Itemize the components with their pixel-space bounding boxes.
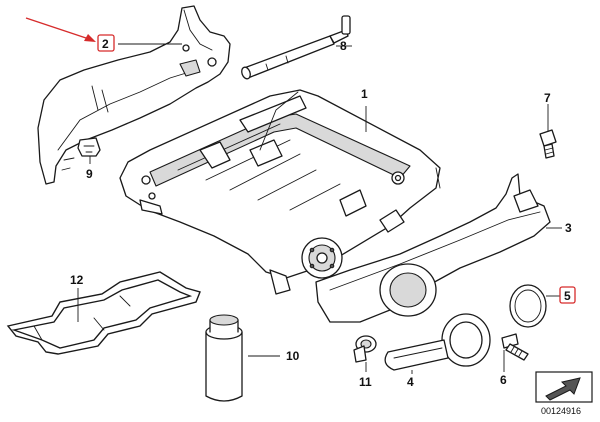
callout-12[interactable]: 12 bbox=[70, 273, 84, 287]
callout-7[interactable]: 7 bbox=[544, 91, 551, 105]
callout-1[interactable]: 1 bbox=[361, 87, 368, 101]
leader-lines bbox=[77, 43, 562, 374]
view-direction-icon bbox=[535, 371, 593, 403]
part-9-clip[interactable] bbox=[77, 137, 101, 157]
part-7-bolt[interactable] bbox=[539, 129, 557, 159]
part-4-trim-ring[interactable] bbox=[384, 313, 491, 371]
callout-2-highlight bbox=[97, 34, 115, 52]
callout-11[interactable]: 11 bbox=[359, 375, 372, 389]
callout-5-highlight bbox=[559, 286, 576, 304]
callout-2[interactable]: 2 bbox=[102, 37, 109, 51]
part-5-cap[interactable] bbox=[509, 284, 547, 328]
callout-4[interactable]: 4 bbox=[407, 375, 414, 389]
callout-6[interactable]: 6 bbox=[500, 373, 507, 387]
callout-9[interactable]: 9 bbox=[86, 167, 93, 181]
part-1-seat-frame[interactable] bbox=[119, 89, 441, 295]
part-8-gas-spring[interactable] bbox=[240, 15, 351, 80]
document-id: 00124916 bbox=[541, 406, 581, 416]
part-11-grommet[interactable] bbox=[353, 335, 377, 363]
part-10-can[interactable] bbox=[205, 314, 243, 402]
callout-5[interactable]: 5 bbox=[564, 289, 571, 303]
callout-10[interactable]: 10 bbox=[286, 349, 300, 363]
part-6-screw[interactable] bbox=[501, 333, 529, 361]
part-12-wire-frame[interactable] bbox=[6, 271, 201, 355]
red-indicator-arrow bbox=[25, 17, 96, 42]
callout-3[interactable]: 3 bbox=[565, 221, 572, 235]
part-3-outer-cover[interactable] bbox=[315, 173, 551, 323]
recliner-gear bbox=[301, 237, 343, 279]
callout-8[interactable]: 8 bbox=[340, 39, 347, 53]
